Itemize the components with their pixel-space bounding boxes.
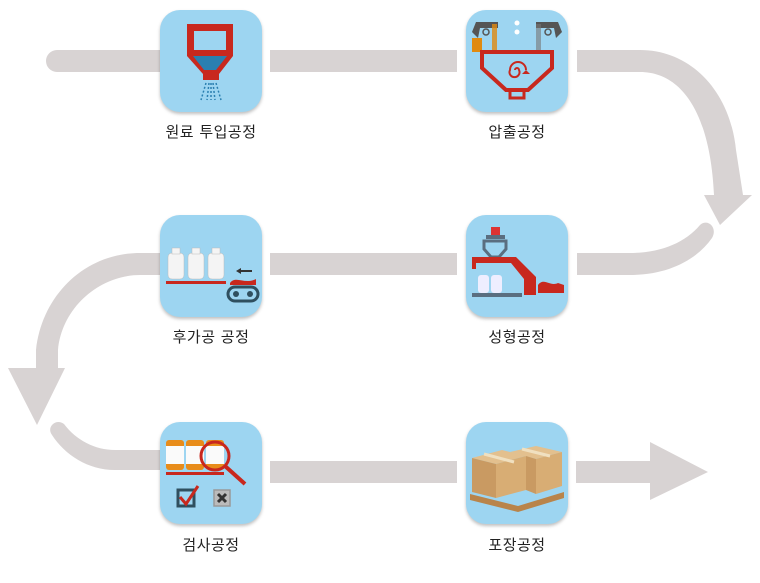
hopper-icon	[187, 24, 233, 101]
step-label-molding: 성형공정	[488, 328, 546, 346]
arrow-segment-start	[46, 50, 160, 72]
step-tile-post-processing[interactable]	[160, 215, 262, 317]
step-tile-inspection[interactable]	[160, 422, 262, 524]
step-label-raw-material: 원료 투입공정	[165, 123, 257, 141]
step-tile-extrusion[interactable]	[466, 10, 568, 112]
step-label-packaging: 포장공정	[488, 536, 546, 554]
arrow-curve-right-tail	[577, 222, 714, 275]
step-tile-raw-material[interactable]	[160, 10, 262, 112]
post-processing-icon	[166, 247, 260, 303]
arrow-curve-left-tail	[50, 422, 160, 470]
step-label-extrusion: 압출공정	[488, 123, 546, 141]
arrow-segment-3-4	[270, 253, 457, 275]
step-tile-packaging[interactable]	[466, 422, 568, 524]
arrow-end	[576, 442, 708, 500]
extruder-icon	[472, 20, 562, 100]
arrow-segment-1-2	[270, 50, 457, 72]
arrow-curve-right	[577, 50, 752, 225]
arrow-curve-left	[8, 253, 160, 425]
step-label-inspection: 검사공정	[182, 536, 240, 554]
step-label-post-processing: 후가공 공정	[172, 328, 250, 346]
arrow-segment-5-6	[270, 461, 457, 483]
inspection-icon	[166, 440, 247, 508]
molding-icon	[472, 227, 564, 297]
packaging-icon	[470, 446, 564, 512]
step-tile-molding[interactable]	[466, 215, 568, 317]
